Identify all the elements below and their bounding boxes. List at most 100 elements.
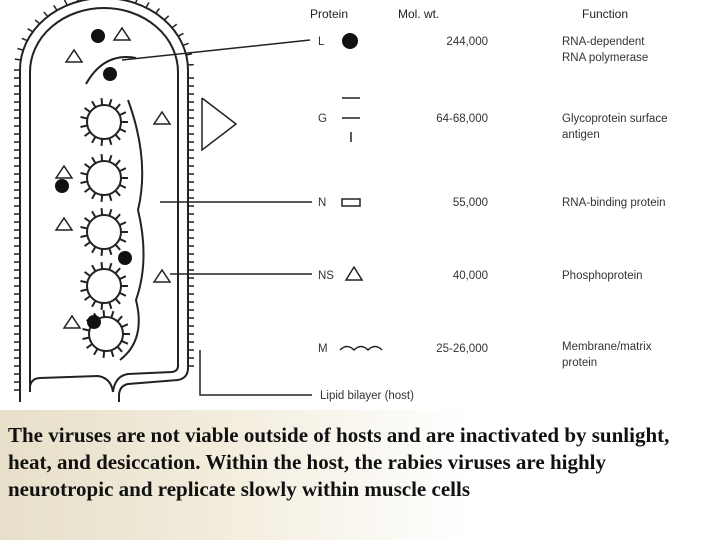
envelope-spike xyxy=(21,37,28,42)
nucleoprotein-subunit xyxy=(84,163,91,169)
envelope-spike xyxy=(14,58,21,61)
nucleoprotein-subunit xyxy=(119,127,127,133)
nucleocapsid-turn xyxy=(86,214,122,250)
ns-triangle xyxy=(112,26,132,41)
nucleoprotein-subunit xyxy=(119,221,127,227)
nucleoprotein-subunit xyxy=(108,98,113,107)
nucleoprotein-subunit xyxy=(100,248,104,256)
leader-g-bracket xyxy=(201,97,238,152)
envelope-spike xyxy=(145,2,150,8)
envelope-spike xyxy=(53,4,58,11)
nucleoprotein-subunit xyxy=(91,210,97,218)
nucleocapsid-turn xyxy=(86,268,122,304)
nucleoprotein-subunit xyxy=(93,348,99,356)
nucleoprotein-subunit xyxy=(100,138,104,146)
nucleocapsid-turn xyxy=(86,104,122,140)
nucleoprotein-subunit xyxy=(110,349,115,358)
header-protein: Protein xyxy=(310,7,348,21)
nucleoprotein-subunit xyxy=(114,243,121,251)
function-m-line1: Membrane/matrix xyxy=(562,341,652,353)
nucleoprotein-subunit xyxy=(80,116,88,120)
nucleoprotein-subunit xyxy=(84,107,91,113)
nucleoprotein-subunit xyxy=(116,345,123,353)
nucleoprotein-subunit xyxy=(82,336,90,340)
envelope-spike xyxy=(171,23,178,29)
leader-l xyxy=(121,39,311,61)
function-ns-line1: Phosphoprotein xyxy=(562,270,643,282)
ns-triangle xyxy=(54,164,74,179)
nucleoprotein-subunit xyxy=(114,267,121,275)
mol-wt-g: 64-68,000 xyxy=(436,113,488,125)
l-protein-dot xyxy=(91,29,105,43)
ns-triangle xyxy=(152,110,172,125)
ns-triangle xyxy=(64,48,84,63)
envelope-spike xyxy=(186,53,193,56)
nucleoprotein-subunit xyxy=(100,302,104,310)
l-protein-dot xyxy=(55,179,69,193)
nucleoprotein-subunit xyxy=(119,237,127,243)
mol-wt-ns: 40,000 xyxy=(453,270,488,282)
l-protein-markers xyxy=(55,29,132,329)
nucleoprotein-subunit xyxy=(102,350,106,358)
nucleoprotein-subunit xyxy=(108,301,113,310)
nucleoprotein-subunit xyxy=(114,189,121,197)
nucleoprotein-subunit xyxy=(119,183,127,189)
protein-ns-label: NS xyxy=(318,270,334,282)
caption-background xyxy=(0,410,720,540)
l-protein-dot xyxy=(87,315,101,329)
protein-l-label: L xyxy=(318,36,325,48)
nucleoprotein-subunit xyxy=(108,262,113,271)
nucleocapsid-upper-arc xyxy=(85,56,137,85)
function-l-line1: RNA-dependent xyxy=(562,36,645,48)
nucleoprotein-subunit xyxy=(80,280,88,284)
nucleocapsid-turn xyxy=(86,160,122,196)
function-g-line2: antigen xyxy=(562,129,600,141)
ns-triangle xyxy=(152,268,172,283)
nucleoprotein-subunit xyxy=(121,323,129,329)
nucleoprotein-subunit xyxy=(108,247,113,256)
nucleoprotein-subunit xyxy=(119,111,127,117)
mol-wt-m: 25-26,000 xyxy=(436,343,488,355)
l-protein-dot xyxy=(103,67,117,81)
nucleoprotein-subunit xyxy=(100,262,104,270)
nucleoprotein-subunit xyxy=(84,187,91,193)
nucleoprotein-subunit xyxy=(84,295,91,301)
envelope-spike xyxy=(17,47,24,51)
envelope-spike xyxy=(163,15,170,21)
nucleoprotein-subunit xyxy=(82,328,90,332)
nucleoprotein-subunit xyxy=(80,288,88,292)
nucleoprotein-subunit xyxy=(114,297,121,305)
nucleoprotein-subunit xyxy=(91,136,97,144)
header-function: Function xyxy=(582,7,628,21)
nucleoprotein-subunit xyxy=(84,131,91,137)
nucleoprotein-subunit xyxy=(121,339,129,345)
protein-ns-symbol xyxy=(344,265,364,281)
nucleoprotein-subunit xyxy=(108,193,113,202)
nucleocapsid-strand xyxy=(119,99,145,361)
function-n-line1: RNA-binding protein xyxy=(562,197,666,209)
envelope-spike xyxy=(63,0,68,6)
nucleoprotein-subunit xyxy=(108,208,113,217)
nucleoprotein-subunit xyxy=(116,315,123,323)
envelope-spike xyxy=(34,19,41,25)
protein-n-label: N xyxy=(318,197,326,209)
nucleoprotein-subunit xyxy=(119,291,127,297)
envelope-spike xyxy=(134,0,138,4)
protein-m-label: M xyxy=(318,343,328,355)
envelope-spike xyxy=(43,11,49,17)
l-protein-dot xyxy=(118,251,132,265)
nucleoprotein-subunit xyxy=(119,275,127,281)
ns-triangle xyxy=(62,314,82,329)
caption-text: The viruses are not viable outside of ho… xyxy=(8,423,670,501)
nucleoprotein-subunit xyxy=(100,154,104,162)
nucleoprotein-subunit xyxy=(80,180,88,184)
nucleoprotein-subunit xyxy=(108,137,113,146)
leader-membrane xyxy=(199,350,312,396)
mol-wt-n: 55,000 xyxy=(453,197,488,209)
ns-protein-markers xyxy=(54,26,172,329)
glycoprotein-spikes xyxy=(14,0,194,391)
rabies-virion-diagram: Protein Mol. wt. Function L 244,000 RNA-… xyxy=(14,0,667,402)
nucleoprotein-subunit xyxy=(108,154,113,163)
function-m-line2: protein xyxy=(562,357,597,369)
nucleoprotein-subunit xyxy=(114,213,121,221)
